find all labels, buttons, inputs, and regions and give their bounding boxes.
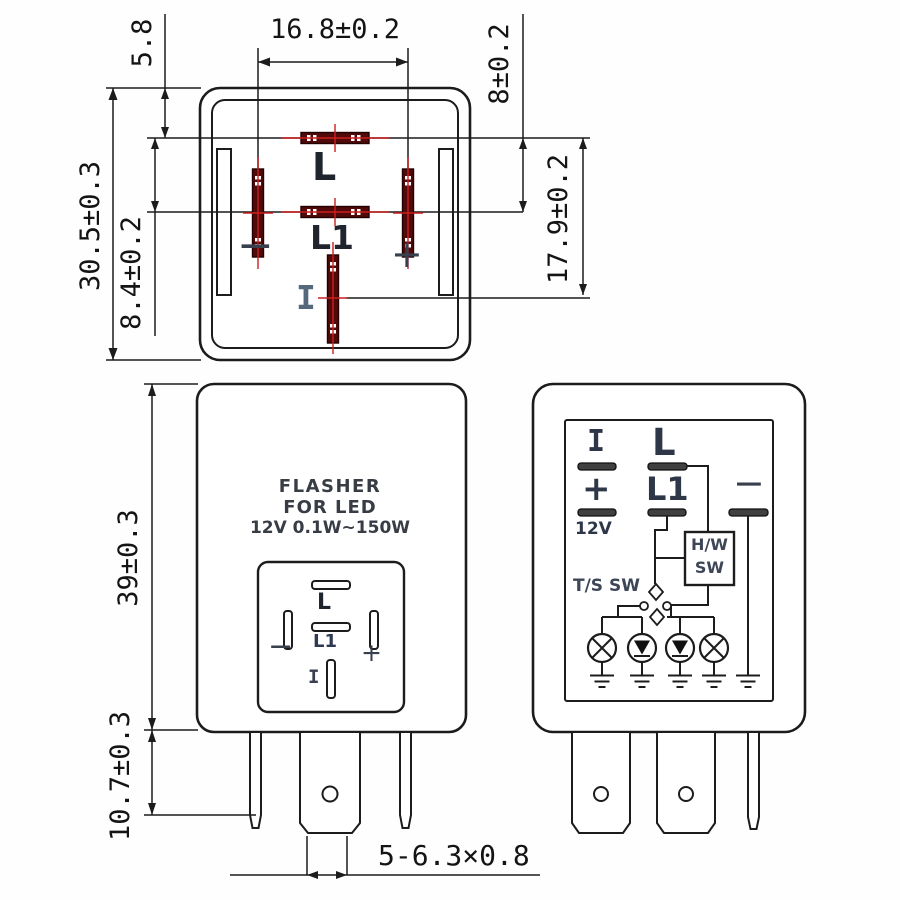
top-pin-minus-label: − [237, 220, 274, 271]
marking-line1: FLASHER [278, 476, 382, 497]
socket-slots [283, 580, 379, 699]
terminal-hole [678, 786, 694, 802]
terminal-blade-1 [571, 731, 631, 834]
circuit-terminal-minus-label: − [733, 461, 765, 505]
dim-pin-length-label: 10.7±0.3 [105, 710, 136, 842]
circuit-terminal-l-label: L [652, 421, 676, 464]
lamp-glyphs [591, 637, 725, 659]
terminal-pin-thin [747, 731, 760, 830]
dim-height-label: 30.5±0.3 [75, 160, 106, 292]
ground-symbols [590, 662, 760, 688]
front-pin-i-label: I [308, 666, 320, 688]
top-pin-l1-label: L1 [310, 218, 354, 257]
terminal-hole [321, 785, 339, 803]
bar-l [647, 462, 688, 471]
front-pin-l1-label: L1 [313, 631, 337, 652]
front-pin-minus-label: − [268, 629, 294, 664]
hazard-switch-label-line2: SW [694, 558, 725, 577]
bar-i [577, 462, 617, 471]
led-triangles [634, 640, 688, 655]
slot-l [311, 580, 351, 590]
circuit-terminal-plus-label: + [582, 469, 611, 509]
circuit-frame [564, 419, 774, 702]
side-rail-right [438, 148, 454, 296]
circuit-view-terminals [571, 731, 760, 834]
socket-outline [256, 560, 406, 714]
turn-signal-switch-symbol [639, 582, 672, 627]
dim-pin-i-offset-label: 17.9±0.2 [543, 153, 574, 285]
slot-l1 [311, 622, 351, 632]
dim-row-gap-right-label: 8±0.2 [484, 23, 515, 105]
terminal-pin-right [399, 731, 412, 829]
hazard-switch-label-line1: H/W [691, 535, 728, 554]
front-view-dimension-lines [144, 383, 540, 876]
front-view-terminals [249, 731, 412, 834]
terminal-blade-center [299, 731, 361, 834]
slot-minus [283, 610, 293, 650]
front-pin-l-label: L [317, 590, 332, 615]
dim-front-height-label: 39±0.3 [113, 509, 144, 607]
dim-width-label: 16.8±0.2 [269, 14, 401, 45]
front-view-dimension-arrows [148, 384, 347, 879]
terminal-pin-left [249, 731, 262, 829]
turn-signal-switch-label: T/S SW [573, 576, 640, 596]
marking-line3: 12V 0.1W~150W [249, 518, 411, 538]
bar-plus [577, 508, 617, 517]
hazard-switch-box [683, 530, 736, 587]
terminal-hole [593, 786, 609, 802]
circuit-voltage-label: 12V [575, 519, 612, 539]
bar-minus [728, 508, 769, 517]
circuit-terminal-i-label: I [587, 424, 606, 459]
top-pin-plus-label: + [391, 232, 423, 276]
marking-line2: FOR LED [283, 497, 377, 518]
pin-crosshairs [243, 124, 423, 354]
terminal-blade-2 [656, 731, 716, 834]
top-pin-l-label: L [312, 145, 337, 189]
dim-top-offset-label: 5.8 [127, 18, 158, 68]
slot-i [326, 659, 336, 699]
dim-terminal-label: 5-6.3×0.8 [378, 839, 530, 872]
top-pin-i-label: I [296, 278, 316, 317]
side-rail-left [216, 148, 232, 296]
slot-plus [369, 610, 379, 650]
top-view-dimension-lines [112, 14, 584, 360]
circuit-terminal-l1-label: L1 [646, 470, 689, 508]
circuit-terminal-bars [577, 462, 769, 517]
top-view-dimension-arrows [108, 57, 587, 360]
front-pin-plus-label: + [361, 638, 382, 667]
bar-l1 [647, 508, 687, 517]
dim-row-gap-left-label: 8.4±0.2 [116, 216, 147, 330]
